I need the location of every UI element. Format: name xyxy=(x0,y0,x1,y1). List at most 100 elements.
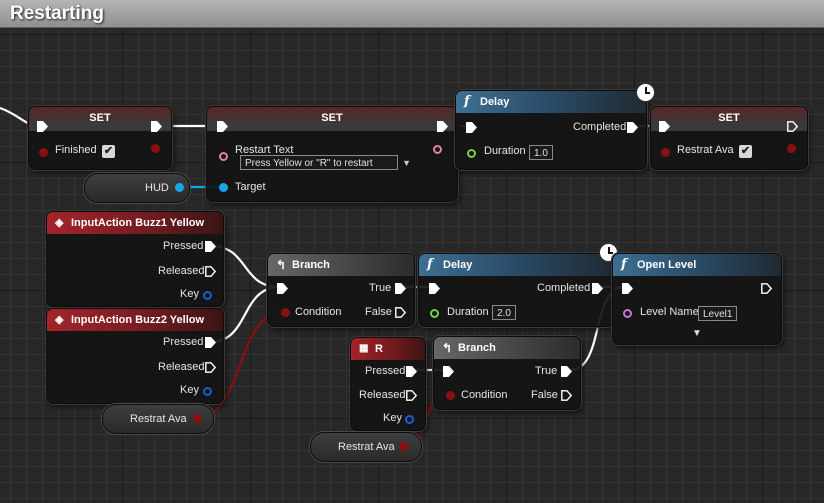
completed-label: Completed xyxy=(573,121,627,133)
node-header: ◈ InputAction Buzz1 Yellow xyxy=(47,212,223,234)
bool-out-pin[interactable] xyxy=(399,442,408,451)
input-action-buzz2-node[interactable]: ◈ InputAction Buzz2 Yellow Pressed Relea… xyxy=(46,308,224,404)
object-out-pin[interactable] xyxy=(175,183,184,192)
var-label: Restart Text xyxy=(235,144,294,156)
released-exec-pin[interactable] xyxy=(406,390,417,401)
pressed-exec-pin[interactable] xyxy=(205,337,216,348)
pressed-exec-pin[interactable] xyxy=(406,366,417,377)
false-exec-pin[interactable] xyxy=(395,307,406,318)
exec-in-pin[interactable] xyxy=(277,283,288,294)
bool-out-pin[interactable] xyxy=(151,144,160,153)
node-header: f Delay xyxy=(419,254,613,276)
exec-in-pin[interactable] xyxy=(622,283,633,294)
exec-in-pin[interactable] xyxy=(217,121,228,132)
released-label: Released xyxy=(158,265,205,277)
open-level-node[interactable]: f Open Level Level Name Level1 ▼ xyxy=(612,253,782,345)
exec-in-pin[interactable] xyxy=(443,366,454,377)
exec-out-pin[interactable] xyxy=(592,283,603,294)
set-finished-node[interactable]: SET Finished ✔ xyxy=(28,106,172,170)
delay-node-2[interactable]: f Delay Completed Duration 2.0 xyxy=(418,243,618,327)
delay-node-1[interactable]: f Delay Completed Duration 1.0 xyxy=(455,83,655,170)
branch-node-1[interactable]: ↰ Branch True Condition False xyxy=(267,253,415,327)
value-checkbox[interactable]: ✔ xyxy=(102,145,115,158)
key-label: Key xyxy=(180,384,199,396)
condition-pin[interactable] xyxy=(281,308,290,317)
exec-in-pin[interactable] xyxy=(659,121,670,132)
node-header: ↰ Branch xyxy=(268,254,414,276)
false-exec-pin[interactable] xyxy=(561,390,572,401)
key-pin[interactable] xyxy=(203,387,212,396)
node-header: SET xyxy=(651,107,807,131)
exec-out-pin[interactable] xyxy=(627,122,638,133)
duration-label: Duration xyxy=(447,306,489,318)
branch-icon: ↰ xyxy=(442,341,453,355)
node-header: ↰ Branch xyxy=(434,337,580,359)
hud-variable-node[interactable]: HUD xyxy=(84,173,190,203)
node-header: SET xyxy=(207,107,457,131)
pressed-label: Pressed xyxy=(163,240,204,252)
node-header: f Delay xyxy=(456,91,646,113)
exec-out-pin[interactable] xyxy=(787,121,798,132)
set-restart-text-node[interactable]: SET Restart Text Press Yellow or "R" to … xyxy=(206,106,458,202)
input-action-buzz1-node[interactable]: ◈ InputAction Buzz1 Yellow Pressed Relea… xyxy=(46,211,224,307)
target-pin[interactable] xyxy=(219,183,228,192)
set-restrat-ava-node[interactable]: SET Restrat Ava ✔ xyxy=(650,106,808,170)
released-label: Released xyxy=(158,361,205,373)
restrat-ava-variable-node-1[interactable]: Restrat Ava xyxy=(102,404,214,434)
text-in-pin[interactable] xyxy=(219,152,228,161)
var-label: Restrat Ava xyxy=(677,144,734,156)
graph-title: Restarting xyxy=(10,3,104,24)
value-checkbox[interactable]: ✔ xyxy=(739,145,752,158)
released-exec-pin[interactable] xyxy=(205,266,216,277)
true-exec-pin[interactable] xyxy=(561,366,572,377)
duration-field[interactable]: 2.0 xyxy=(492,305,516,320)
true-label: True xyxy=(369,282,392,294)
completed-label: Completed xyxy=(537,282,591,294)
pressed-exec-pin[interactable] xyxy=(205,241,216,252)
bool-out-pin[interactable] xyxy=(787,144,796,153)
node-header: ▦ R xyxy=(351,338,425,360)
event-diamond-icon: ◈ xyxy=(55,314,64,326)
bool-in-pin[interactable] xyxy=(39,148,48,157)
key-label: Key xyxy=(180,288,199,300)
exec-in-pin[interactable] xyxy=(37,121,48,132)
restrat-ava-variable-node-2[interactable]: Restrat Ava xyxy=(310,432,422,462)
level-name-field[interactable]: Level1 xyxy=(698,306,738,321)
level-name-label: Level Name xyxy=(640,306,699,318)
exec-in-pin[interactable] xyxy=(429,283,440,294)
exec-out-pin[interactable] xyxy=(151,121,162,132)
graph-titlebar: Restarting xyxy=(0,0,824,28)
bool-in-pin[interactable] xyxy=(661,148,670,157)
exec-out-pin[interactable] xyxy=(761,283,772,294)
true-exec-pin[interactable] xyxy=(395,283,406,294)
duration-field[interactable]: 1.0 xyxy=(529,145,553,160)
expand-arrow-icon[interactable]: ▼ xyxy=(692,328,702,339)
text-out-pin[interactable] xyxy=(433,145,442,154)
exec-out-pin[interactable] xyxy=(437,121,448,132)
key-r-event-node[interactable]: ▦ R Pressed Released Key xyxy=(350,337,426,431)
key-pin[interactable] xyxy=(405,415,414,424)
duration-label: Duration xyxy=(484,145,526,157)
node-header: SET xyxy=(29,107,171,131)
condition-pin[interactable] xyxy=(446,391,455,400)
key-pin[interactable] xyxy=(203,291,212,300)
var-label: Restrat Ava xyxy=(338,441,395,453)
function-icon: f xyxy=(427,257,433,272)
released-exec-pin[interactable] xyxy=(205,362,216,373)
condition-label: Condition xyxy=(295,306,342,318)
released-label: Released xyxy=(359,389,406,401)
chevron-down-icon: ▼ xyxy=(402,158,411,168)
float-in-pin[interactable] xyxy=(467,149,476,158)
bool-out-pin[interactable] xyxy=(193,414,202,423)
var-label: HUD xyxy=(145,182,169,194)
function-icon: f xyxy=(621,257,627,272)
restart-text-dropdown[interactable]: Press Yellow or "R" to restart ▼ xyxy=(240,155,411,170)
float-in-pin[interactable] xyxy=(430,309,439,318)
name-in-pin[interactable] xyxy=(623,309,632,318)
node-header: ◈ InputAction Buzz2 Yellow xyxy=(47,309,223,331)
branch-node-2[interactable]: ↰ Branch True Condition False xyxy=(433,336,581,410)
clock-icon xyxy=(636,83,655,102)
key-label: Key xyxy=(383,412,402,424)
exec-in-pin[interactable] xyxy=(466,122,477,133)
